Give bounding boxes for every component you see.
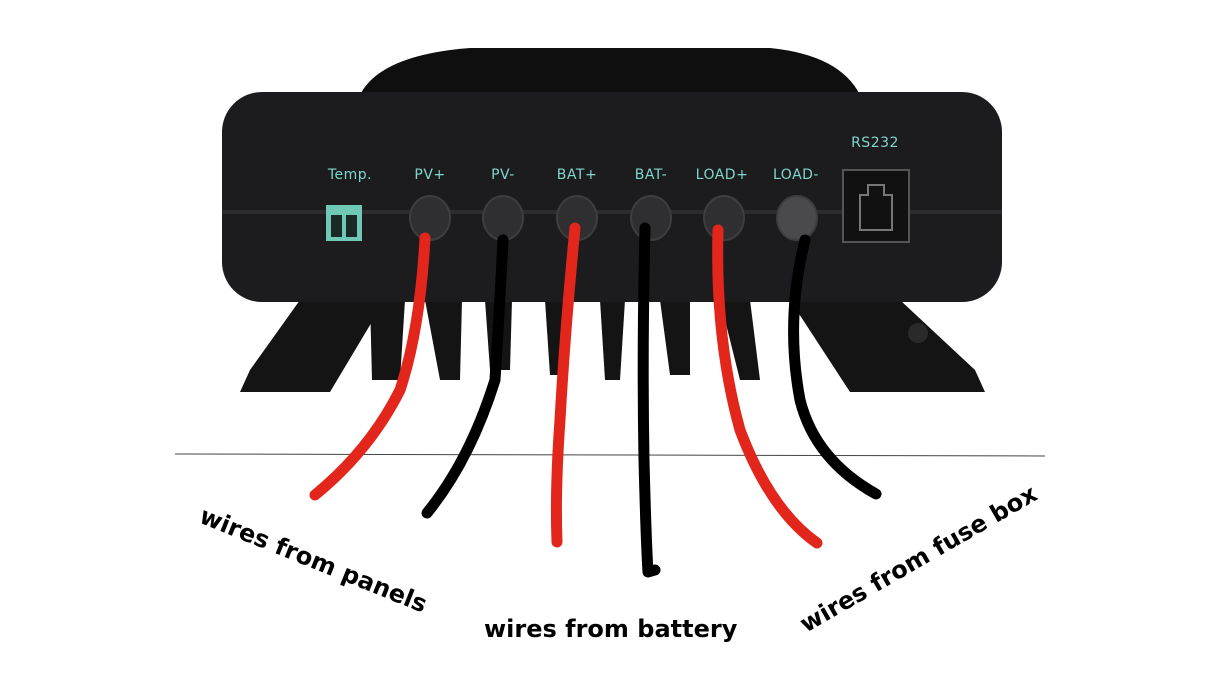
temp-connector [326,205,362,241]
device-top [360,48,860,95]
port-label-load-plus: LOAD+ [696,167,749,183]
wire-bat-minus [637,222,661,578]
port-label-pv-minus: PV- [491,167,515,183]
surface-line [174,453,1046,457]
wire-pv-minus [421,234,509,519]
annotation-battery: wires from battery [484,615,738,643]
annotation-fuse-box: wires from fuse box [795,479,1042,638]
port-label-rs232: RS232 [851,135,899,151]
annotation-panels: wires from panels [196,502,431,619]
port-label-temp: Temp. [327,167,372,183]
port-label-bat-minus: BAT- [635,167,667,183]
port-label-load-minus: LOAD- [773,167,819,183]
wires [309,222,882,578]
rs232-jack [842,169,910,243]
wire-bat-plus [550,222,581,548]
wire-load-plus [712,224,823,549]
port-label-bat-plus: BAT+ [557,167,597,183]
wire-load-minus [788,234,882,500]
port-label-pv-plus: PV+ [414,167,445,183]
wire-pv-plus [309,232,431,501]
heatsink-fins [240,300,985,392]
